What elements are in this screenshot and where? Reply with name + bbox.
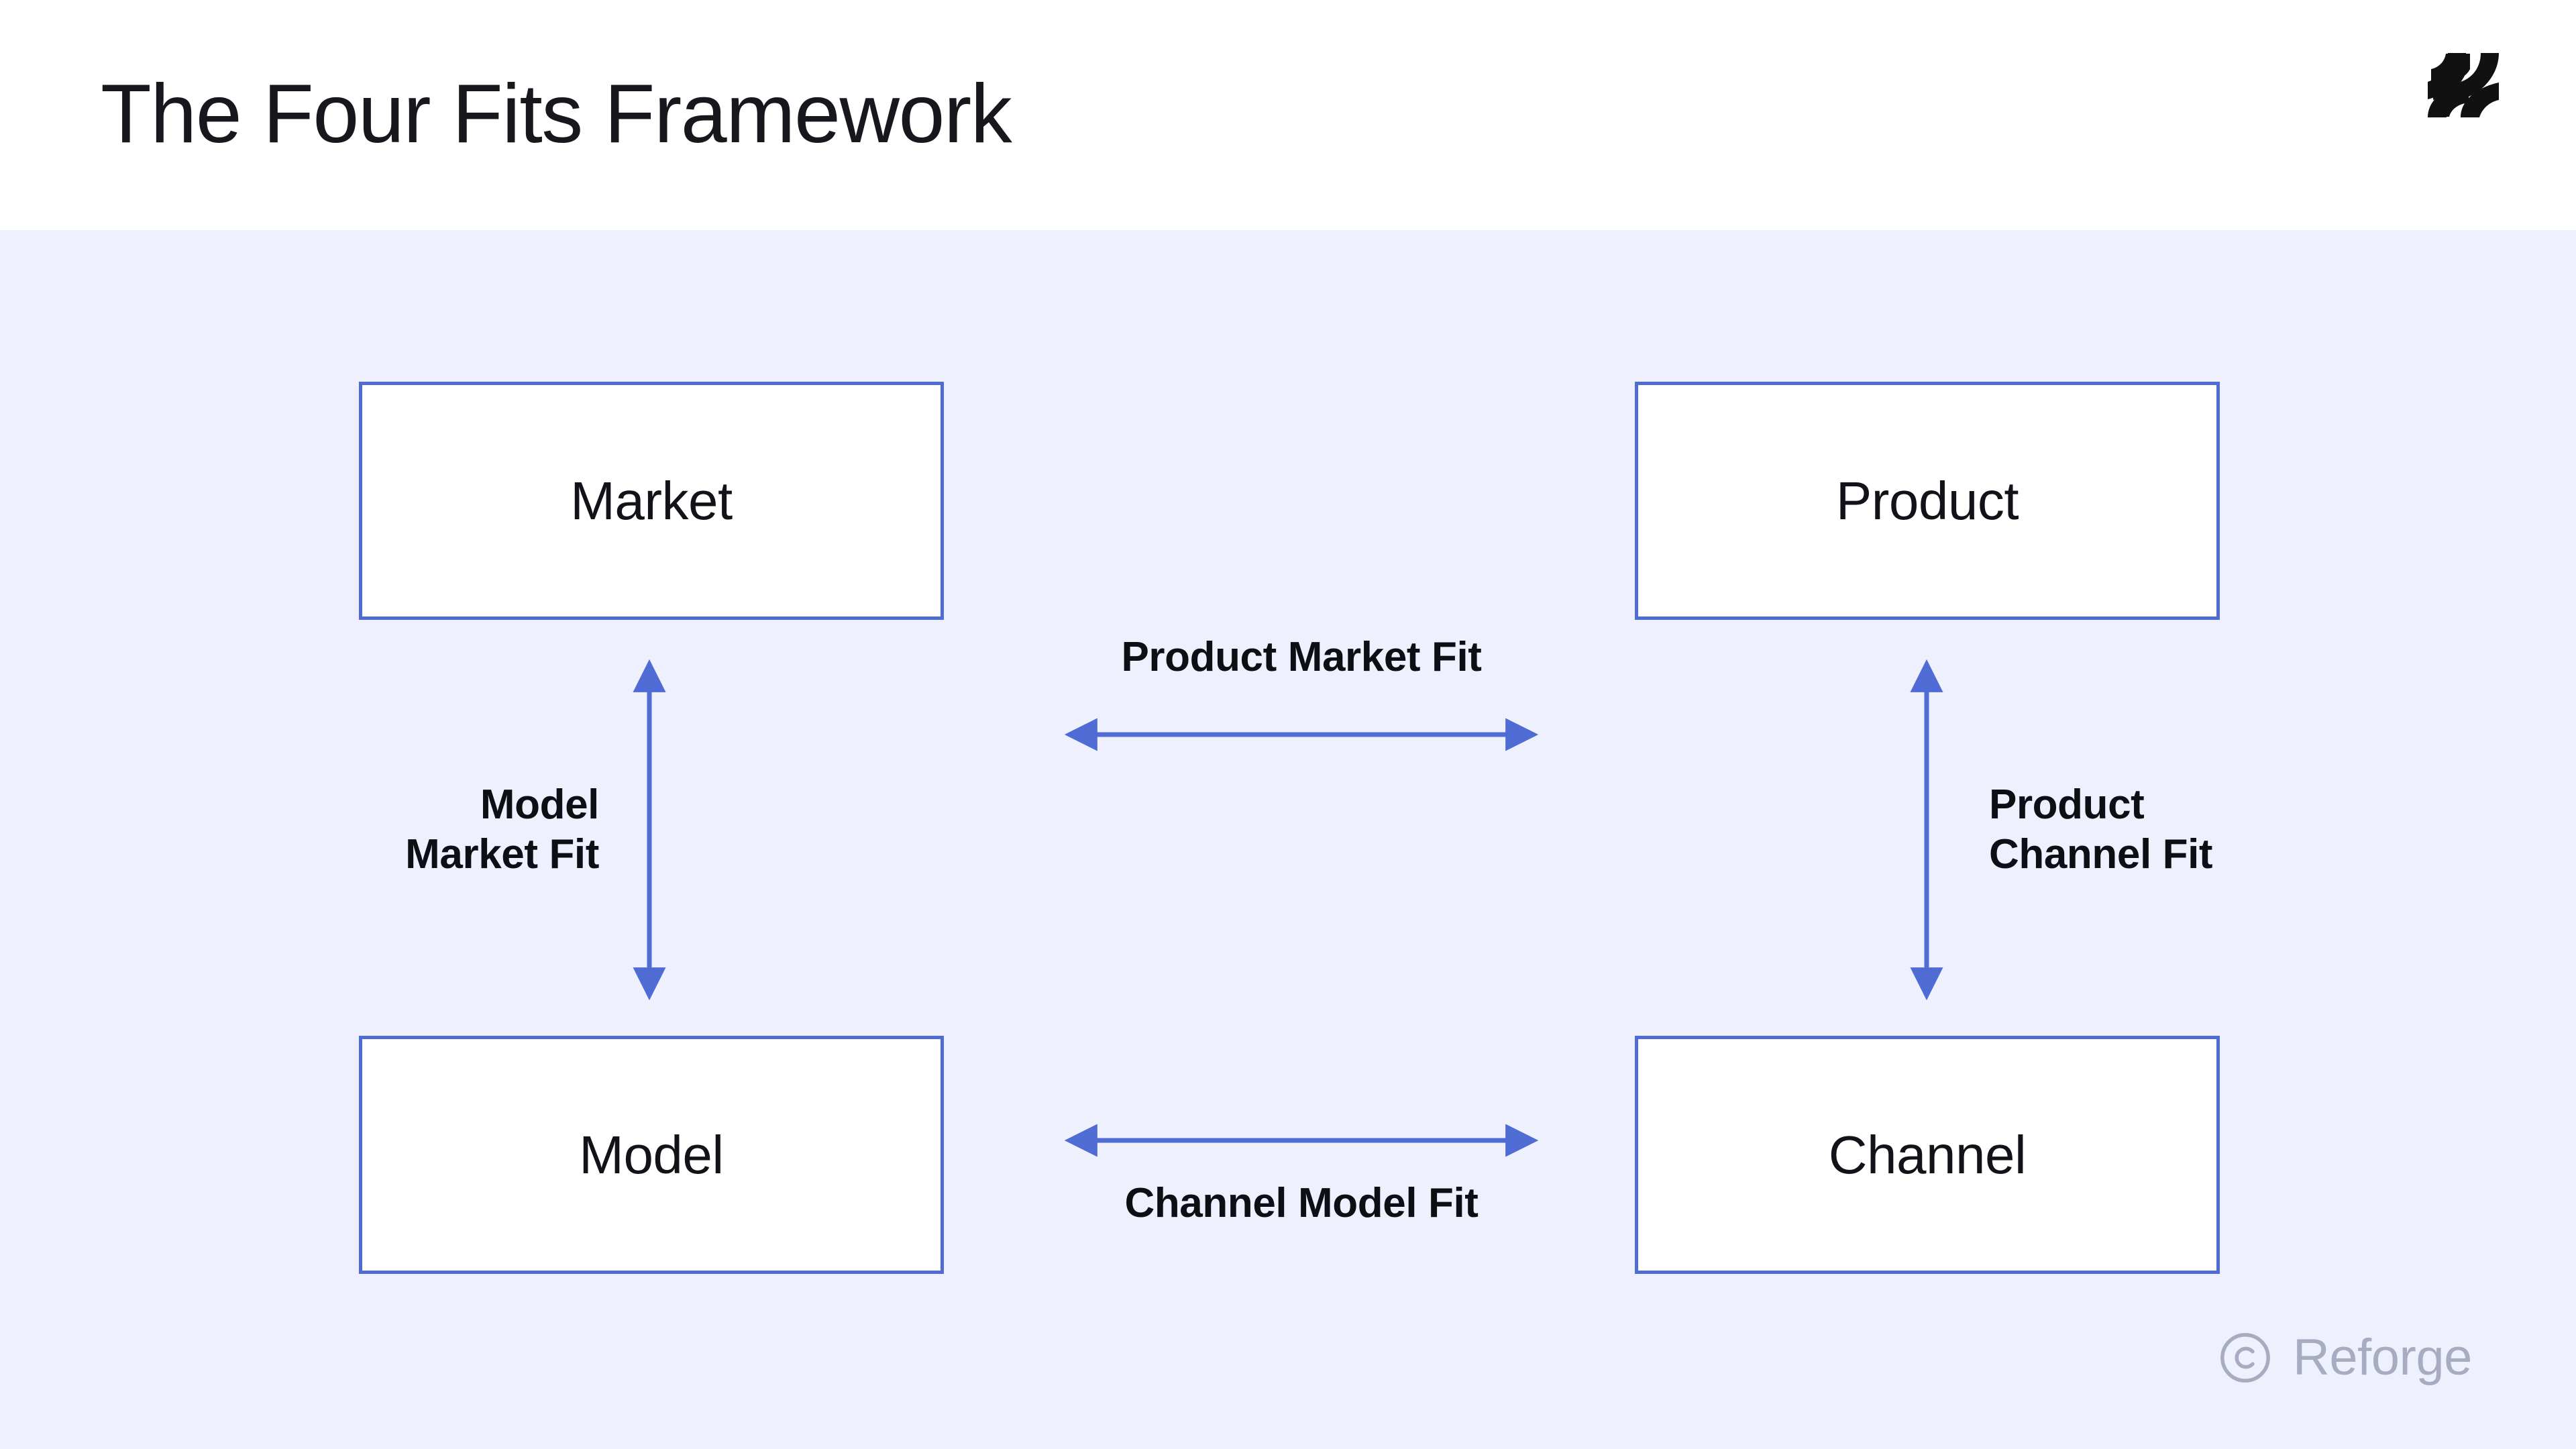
footer-credit: Reforge <box>2218 1327 2472 1389</box>
edge-label-model-market-fit: Model Market Fit <box>405 782 599 877</box>
node-market-label: Market <box>570 470 733 531</box>
copyright-icon <box>2220 1333 2270 1383</box>
node-channel[interactable]: Channel <box>1635 1036 2220 1274</box>
reforge-logo-icon <box>2427 50 2502 120</box>
node-model-label: Model <box>579 1124 724 1185</box>
diagram-canvas: Market Product Model Channel Product Mar… <box>0 230 2576 1449</box>
edge-label-product-channel-fit: Product Channel Fit <box>1989 782 2213 877</box>
footer-brand-name: Reforge <box>2293 1329 2472 1386</box>
edge-label-channel-model-fit: Channel Model Fit <box>1124 1180 1479 1226</box>
node-product[interactable]: Product <box>1635 382 2220 620</box>
slide-header: The Four Fits Framework <box>0 0 2576 230</box>
node-model[interactable]: Model <box>359 1036 944 1274</box>
node-market[interactable]: Market <box>359 382 944 620</box>
node-product-label: Product <box>1835 470 2019 531</box>
node-channel-label: Channel <box>1828 1124 2027 1185</box>
edge-label-product-market-fit: Product Market Fit <box>1121 634 1482 680</box>
page-title: The Four Fits Framework <box>101 68 1012 160</box>
